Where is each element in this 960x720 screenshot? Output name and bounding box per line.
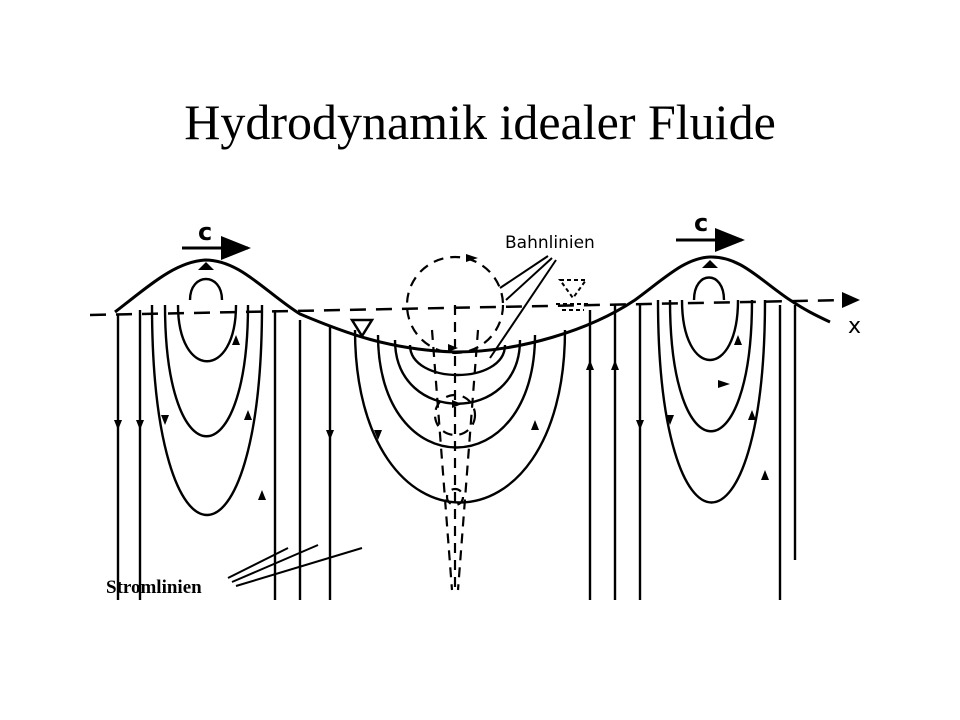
streamlines-right [638,276,797,600]
streamline-arrow-markers [114,260,769,500]
wave-speed-label-left: c [198,218,212,246]
streamlines-leaders [227,544,363,587]
x-axis-arrow-icon [842,292,860,308]
wave-speed-label-right: c [694,209,708,237]
x-axis-label: x [848,314,861,339]
wave-surface [114,255,831,354]
slide-title: Hydrodynamik idealer Fluide [184,94,776,150]
path-lines [405,255,505,591]
dashed-water-level-icon [556,279,590,311]
streamlines-left [116,277,277,600]
orbit-markers [466,254,478,262]
path-lines-leaders [489,255,557,359]
water-level-triangle-icon [349,318,375,339]
path-lines-label: Bahnlinien [505,233,595,253]
still-water-line [89,298,849,317]
streamlines-trough [298,305,617,600]
streamlines-label: Stromlinien [106,577,202,598]
